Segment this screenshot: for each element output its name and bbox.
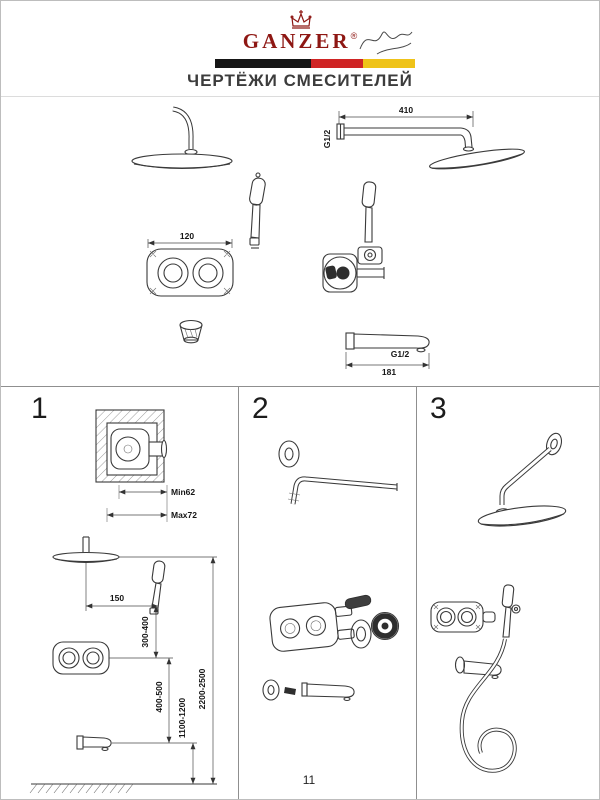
panel-2-number: 2 (252, 392, 269, 425)
flag-red-segment (311, 59, 363, 68)
brand-line: GANZER® (1, 29, 599, 54)
flag-black-segment (215, 59, 311, 68)
height-dimensions: 150 300-400 400-500 1100-1200 2200-2500 (85, 556, 217, 784)
shower-hose (459, 638, 517, 773)
aerator-drawing (179, 319, 203, 344)
panel-2: 2 (238, 387, 416, 799)
mixer-width-dim-label: 120 (180, 231, 194, 241)
panel-3-number: 3 (430, 392, 447, 425)
handle-ring (372, 613, 398, 639)
min-depth-label: Min62 (171, 487, 195, 497)
page-header: GANZER® ЧЕРТЁЖИ СМЕСИТЕЛЕЙ (1, 1, 599, 96)
flag-bar (215, 59, 415, 68)
page-number: 11 (302, 773, 316, 787)
shower-arm-dimension-drawing: 410 G1/2 (322, 105, 525, 170)
exploded-arm (278, 440, 398, 505)
exploded-spout (262, 679, 355, 702)
spout-height-label: 1100-1200 (177, 698, 187, 738)
rain-shower-side-drawing (131, 106, 233, 170)
spout-thread-dim-label: G1/2 (391, 349, 410, 359)
registered-mark: ® (350, 31, 358, 41)
assembled-hand-shower (501, 584, 521, 638)
panel1-mixer (52, 641, 110, 675)
hand-shower-with-bracket-drawing (357, 181, 383, 265)
brand-name: GANZER (242, 29, 351, 53)
exploded-parts-svg (262, 440, 400, 702)
signature-icon (359, 31, 413, 55)
wall-section-drawing (95, 409, 168, 483)
panel1-rain-head (52, 536, 120, 564)
panel-1-number: 1 (31, 392, 48, 425)
depth-dimensions: Min62 Max72 (106, 485, 197, 522)
component-drawings-svg: 410 G1/2 (131, 105, 525, 377)
head-height-label: 2200-2500 (197, 668, 207, 709)
panel-3: 3 (416, 387, 599, 799)
panel-1: 1 (1, 387, 238, 799)
mixer-side-drawing (322, 253, 385, 293)
overview-drawings: 410 G1/2 (1, 96, 599, 386)
spout-to-valve-label: 400-500 (154, 681, 164, 712)
spout-side-drawing: G1/2 181 (345, 332, 430, 377)
hand-shower-drawing (249, 172, 266, 249)
decorative-corner-marks (149, 250, 231, 295)
arm-thread-dim-label: G1/2 (322, 130, 332, 149)
arm-length-dim-label: 410 (399, 105, 413, 115)
assembled-mixer (430, 601, 496, 633)
flag-yellow-segment (363, 59, 415, 68)
spout-length-dim-label: 181 (382, 367, 396, 377)
mixer-front-drawing: 120 (146, 231, 234, 297)
page-title: ЧЕРТЁЖИ СМЕСИТЕЛЕЙ (187, 71, 413, 90)
hand-shower-height-label: 300-400 (140, 616, 150, 647)
installation-diagram-svg: Min62 Max72 (29, 409, 217, 794)
assembled-set-svg (430, 432, 567, 773)
max-depth-label: Max72 (171, 510, 197, 520)
panel1-spout (76, 735, 112, 752)
variant-panels: 1 (1, 386, 599, 799)
assembled-shower-arm (499, 432, 563, 505)
offset-dim-label: 150 (110, 593, 124, 603)
assembled-rain-head (477, 505, 567, 527)
floor-line (29, 783, 217, 794)
exploded-valve-body (269, 594, 400, 652)
crown-icon (290, 10, 312, 29)
